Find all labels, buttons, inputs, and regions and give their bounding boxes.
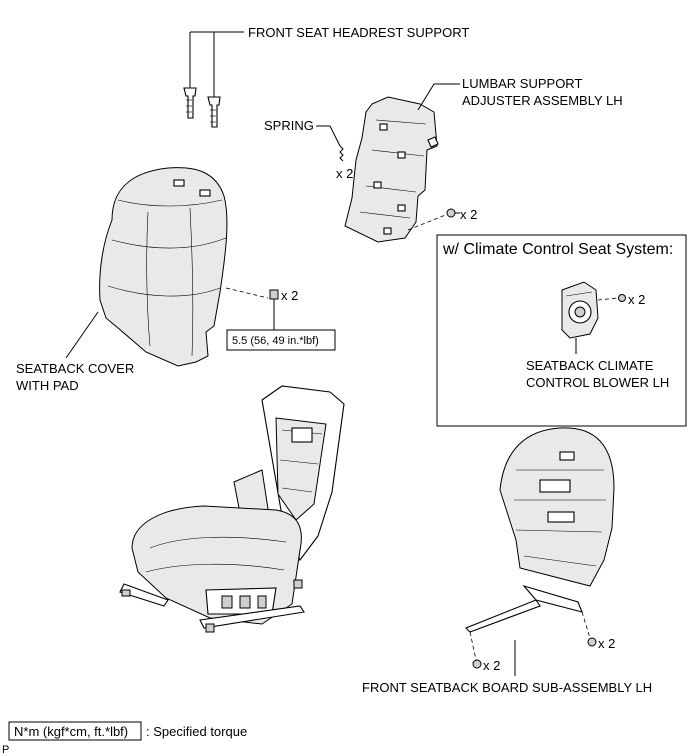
seatback-board-label: FRONT SEATBACK BOARD SUB-ASSEMBLY LH [362, 680, 652, 695]
seatback-cover-label-line2: WITH PAD [16, 378, 79, 393]
seatback-cover-leader [65, 311, 99, 359]
spring-quantity: x 2 [336, 166, 353, 181]
seatback-board-part [465, 427, 615, 633]
corner-code: P [2, 744, 9, 756]
legend-unit-text: N*m (kgf*cm, ft.*lbf) [14, 724, 128, 739]
board-fastener-bottom [469, 631, 482, 669]
legend-description: : Specified torque [146, 724, 247, 739]
legend-unit-box [8, 721, 142, 741]
torque-box [226, 329, 336, 351]
board-bottom-quantity: x 2 [483, 658, 500, 673]
seatback-cover-part [99, 167, 228, 367]
blower-label-line1: SEATBACK CLIMATE [526, 358, 654, 373]
board-right-quantity: x 2 [598, 636, 615, 651]
lumbar-leader [417, 83, 460, 111]
climate-control-box [436, 234, 687, 427]
seatback-nut-part [225, 287, 279, 300]
lumbar-adjuster-part [344, 96, 439, 243]
spring-label: SPRING [264, 118, 314, 133]
lumbar-screw-part [407, 208, 460, 231]
spring-leader [316, 125, 341, 147]
lumbar-label-line2: ADJUSTER ASSEMBLY LH [462, 93, 623, 108]
spring-part [339, 145, 344, 162]
headrest-support-label: FRONT SEAT HEADREST SUPPORT [248, 25, 469, 40]
seat-frame-part [119, 385, 345, 633]
blower-label-line2: CONTROL BLOWER LH [526, 375, 669, 390]
climate-box-title: w/ Climate Control Seat System: [442, 241, 673, 258]
lumbar-screw-quantity: x 2 [460, 207, 477, 222]
climate-blower-part [561, 281, 626, 339]
seatback-nut-quantity: x 2 [281, 288, 298, 303]
headrest-support-parts [183, 87, 221, 128]
blower-screw-quantity: x 2 [628, 292, 645, 307]
headrest-support-leader [189, 31, 244, 97]
lumbar-label-line1: LUMBAR SUPPORT [462, 76, 582, 91]
torque-value: 5.5 (56, 49 in.*lbf) [232, 335, 319, 347]
seatback-cover-label-line1: SEATBACK COVER [16, 361, 134, 376]
board-fastener-right [581, 611, 597, 647]
